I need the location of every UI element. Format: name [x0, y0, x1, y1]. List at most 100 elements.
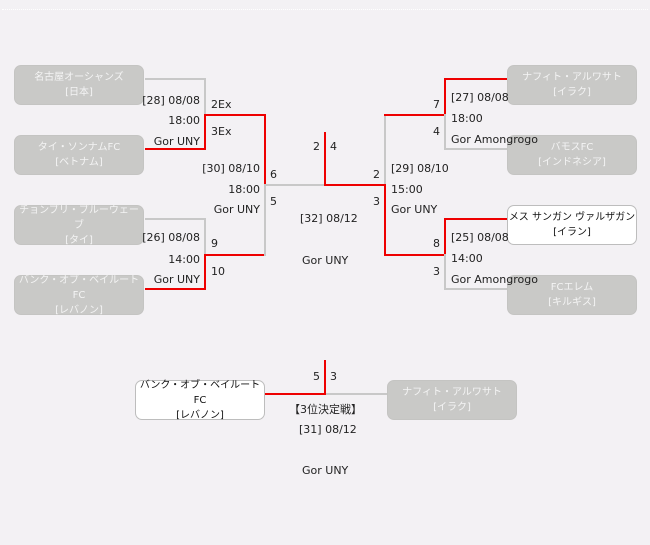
team-country: [タイ] [65, 234, 93, 246]
team-name: バンク・オブ・ベイルートFC [18, 274, 140, 301]
bracket-line [444, 288, 507, 290]
bracket-line-winner [384, 254, 446, 256]
team-name: バンク・オブ・ベイルートFC [139, 379, 261, 406]
bracket-line [384, 114, 386, 186]
match-label: [25] 08/08 [451, 231, 509, 244]
bracket-line-winner [444, 218, 446, 256]
bracket-line-winner [145, 148, 206, 150]
match-time: 18:00 [168, 114, 200, 127]
team-country: [イラン] [553, 227, 591, 238]
team-box-nagoya[interactable]: 名古屋オーシャンズ [日本] [14, 65, 144, 105]
match-time: 14:00 [168, 253, 200, 266]
team-name: メス サンガン ヴァルザガン [508, 212, 636, 223]
bracket-line-winner [265, 393, 326, 395]
match-venue: Gor UNY [153, 135, 200, 148]
score: 9 [211, 237, 218, 250]
score: 5 [270, 195, 277, 208]
match-label: [32] 08/12 [300, 212, 358, 225]
bracket-line [326, 393, 387, 395]
top-divider [2, 9, 648, 10]
team-country: [イラク] [433, 402, 471, 413]
team-name: 名古屋オーシャンズ [34, 72, 124, 83]
bracket-line-winner [444, 78, 446, 116]
match-venue: Gor UNY [213, 203, 260, 216]
bracket-line-winner [145, 288, 206, 290]
score: 3 [433, 265, 440, 278]
team-name: タイ・ソンナムFC [37, 142, 121, 153]
team-box-vamos[interactable]: バモスFC [インドネシア] [507, 135, 637, 175]
team-box-third-bank-of-beirut[interactable]: バンク・オブ・ベイルートFC [レバノン] [135, 379, 265, 421]
team-name: チョンブリ・ブルーウェーブ [19, 204, 139, 231]
score: 8 [433, 237, 440, 250]
bracket-line [264, 184, 325, 186]
match-venue: Gor UNY [391, 203, 438, 216]
team-box-mes-sungun[interactable]: メス サンガン ヴァルザガン [イラン] [507, 205, 637, 245]
bracket-line-winner [384, 184, 386, 256]
match-venue: Gor UNY [153, 273, 200, 286]
score: 6 [270, 168, 277, 181]
team-country: [インドネシア] [538, 157, 606, 168]
match-label: [26] 08/08 [142, 231, 200, 244]
bracket-line-winner [204, 254, 206, 290]
score: 5 [313, 370, 320, 383]
team-country: [キルギス] [548, 297, 596, 308]
team-box-naft-al-wasat[interactable]: ナフィト・アルワサト [イラク] [507, 65, 637, 105]
match-label: [27] 08/08 [451, 91, 509, 104]
match-time: 18:00 [228, 183, 260, 196]
score: 2 [313, 140, 320, 153]
score: 3Ex [211, 125, 232, 138]
score: 4 [433, 125, 440, 138]
score: 10 [211, 265, 225, 278]
team-name: ナフィト・アルワサト [402, 387, 502, 398]
team-country: [日本] [65, 87, 93, 98]
bracket-line-winner [444, 78, 507, 80]
team-name: ナフィト・アルワサト [522, 72, 622, 83]
match-label: [31] 08/12 [299, 423, 357, 436]
score: 4 [330, 140, 337, 153]
score: 2Ex [211, 98, 232, 111]
score: 3 [373, 195, 380, 208]
bracket-line [444, 114, 446, 150]
bracket-line-winner [204, 254, 266, 256]
match-venue: Gor UNY [302, 464, 349, 477]
score: 3 [330, 370, 337, 383]
bracket-line [264, 184, 266, 256]
score: 7 [433, 98, 440, 111]
match-label: [28] 08/08 [142, 94, 200, 107]
team-name: FCエレム [550, 282, 594, 293]
bracket-line-winner [384, 114, 446, 116]
score: 2 [373, 168, 380, 181]
match-time: 15:00 [391, 183, 423, 196]
team-country: [レバノン] [55, 304, 103, 316]
bracket-line [204, 78, 206, 116]
match-venue: Gor Amongrogo [451, 273, 538, 286]
match-label: [30] 08/10 [202, 162, 260, 175]
bracket-line [204, 218, 206, 256]
team-box-thai-sonnam[interactable]: タイ・ソンナムFC [ベトナム] [14, 135, 144, 175]
bracket-line-winner [324, 360, 326, 395]
team-box-bank-of-beirut[interactable]: バンク・オブ・ベイルートFC [レバノン] [14, 274, 144, 316]
bracket-line-winner [264, 114, 266, 186]
bracket-line-winner [324, 132, 326, 186]
match-time: 14:00 [451, 252, 483, 265]
bracket-line-winner [204, 114, 266, 116]
match-title: 【3位決定戦】 [289, 403, 362, 416]
bracket-line-winner [324, 184, 386, 186]
match-label: [29] 08/10 [391, 162, 449, 175]
match-venue: Gor UNY [302, 254, 349, 267]
bracket-line [444, 148, 507, 150]
team-box-fc-elem[interactable]: FCエレム [キルギス] [507, 275, 637, 315]
bracket-line-winner [444, 218, 507, 220]
bracket-line [145, 218, 206, 220]
team-country: [イラク] [553, 87, 591, 98]
match-venue: Gor Amongrogo [451, 133, 538, 146]
team-country: [レバノン] [176, 409, 224, 421]
match-time: 18:00 [451, 112, 483, 125]
bracket-line-winner [204, 114, 206, 150]
team-country: [ベトナム] [55, 157, 103, 168]
bracket-line [444, 254, 446, 290]
team-box-chonburi[interactable]: チョンブリ・ブルーウェーブ [タイ] [14, 204, 144, 246]
team-name: バモスFC [550, 142, 594, 153]
team-box-third-naft-al-wasat[interactable]: ナフィト・アルワサト [イラク] [387, 380, 517, 420]
bracket-line [145, 78, 206, 80]
